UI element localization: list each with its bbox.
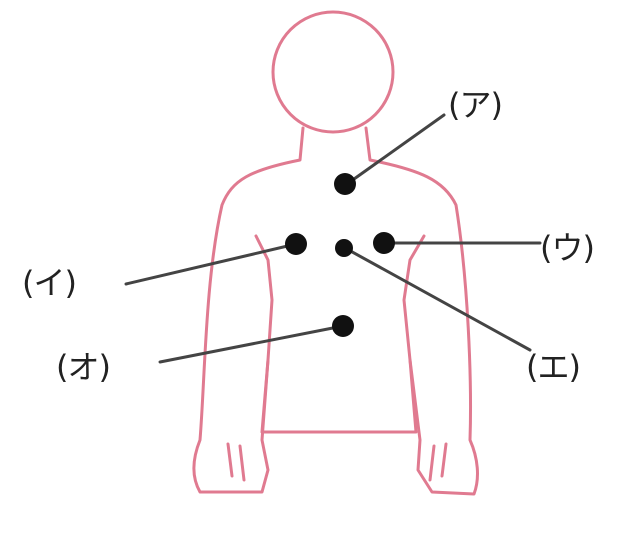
label-i: (イ) (22, 258, 76, 304)
waist-outline (262, 360, 416, 432)
leader-line-o (160, 326, 343, 362)
point-o-dot (332, 315, 354, 337)
left-hand-outline (228, 444, 244, 480)
leader-line-e (345, 248, 530, 350)
label-o: (オ) (56, 342, 110, 388)
point-a-dot (334, 173, 356, 195)
right-hand-outline (430, 444, 446, 480)
label-u: (ウ) (540, 223, 594, 269)
label-e: (エ) (526, 342, 580, 388)
point-u-dot (373, 232, 395, 254)
point-i-dot (285, 233, 307, 255)
point-e-dot (335, 239, 353, 257)
head-outline (273, 12, 393, 132)
label-a: (ア) (448, 80, 502, 126)
